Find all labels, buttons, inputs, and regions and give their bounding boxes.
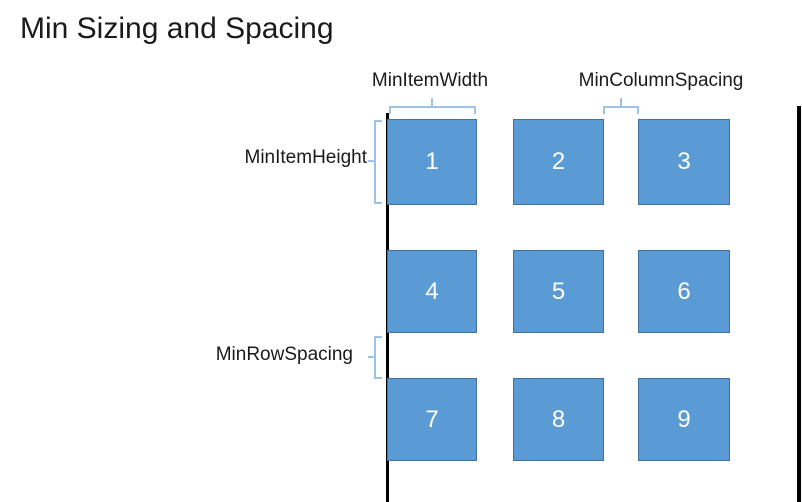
label-min-item-width: MinItemWidth [371, 70, 489, 91]
grid-item-6: 6 [638, 250, 730, 333]
grid-item-8: 8 [513, 378, 604, 461]
right-edge-guide-line [797, 106, 801, 502]
label-min-row-spacing: MinRowSpacing [215, 344, 353, 365]
grid-item-7: 7 [387, 378, 477, 461]
min-column-spacing-brace-tick-icon [620, 98, 622, 107]
grid-item-2: 2 [513, 119, 604, 205]
grid-item-4: 4 [387, 250, 477, 333]
grid-item-1: 1 [387, 119, 477, 205]
min-row-spacing-brace-icon [374, 336, 382, 379]
min-item-height-brace-tick-icon [368, 160, 375, 162]
min-item-width-brace-icon [389, 106, 476, 114]
grid-item-3: 3 [638, 119, 730, 205]
label-min-column-spacing: MinColumnSpacing [578, 70, 744, 91]
grid-item-9: 9 [638, 378, 730, 461]
grid-item-5: 5 [513, 250, 604, 333]
diagram-title: Min Sizing and Spacing [20, 12, 334, 45]
min-column-spacing-brace-icon [603, 106, 639, 114]
min-item-width-brace-tick-icon [431, 98, 433, 107]
min-row-spacing-brace-tick-icon [368, 356, 375, 358]
label-min-item-height: MinItemHeight [244, 147, 368, 168]
min-item-height-brace-icon [374, 120, 382, 204]
